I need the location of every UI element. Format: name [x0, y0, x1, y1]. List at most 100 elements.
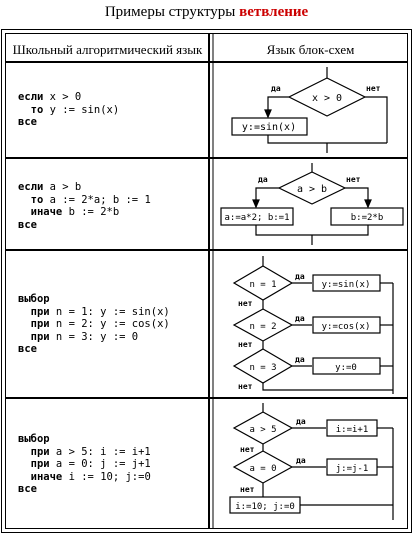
flow4-case2-action: j:=j-1	[336, 464, 369, 474]
flow1-no-label: нет	[366, 84, 381, 93]
code-line: при a = 0: j := j+1	[18, 458, 151, 471]
flow3-case3-action: y:=0	[335, 363, 357, 373]
flow1-condition-text: x > 0	[312, 93, 342, 104]
flow3-case3-no-line	[262, 383, 393, 391]
code-keyword: то	[18, 193, 44, 206]
code-block-3: выбор при n = 1: y := sin(x) при n = 2: …	[18, 293, 170, 356]
flow4-case1-no: нет	[240, 445, 255, 454]
flow2-action-yes-text: a:=a*2; b:=1	[224, 213, 289, 223]
code-line: если x > 0	[18, 91, 119, 104]
flow4-case1-yes: да	[296, 417, 306, 426]
title-prefix: Примеры структуры	[104, 4, 236, 20]
flow1-condition-diamond	[287, 77, 367, 117]
code-line: все	[18, 483, 151, 496]
code-text: n = 3: y := 0	[49, 330, 139, 343]
page-title: Примеры структуры ветвление	[0, 4, 413, 21]
code-keyword: при	[18, 445, 50, 458]
flow2-action-no-text: b:=2*b	[351, 213, 384, 223]
code-keyword: если	[18, 91, 44, 103]
header-left: Школьный алгоритмический язык	[12, 42, 203, 57]
flow4-case1-action: i:=i+1	[336, 425, 369, 435]
code-line: выбор	[18, 433, 151, 446]
flow3-case2-cond: n = 2	[249, 322, 276, 332]
flow2-yes-label: да	[258, 175, 268, 184]
code-keyword: то	[18, 103, 44, 116]
code-keyword: при	[18, 318, 50, 330]
flow2-action-no-box	[330, 207, 404, 226]
flow2-no-arrow	[364, 199, 372, 209]
code-text: x > 0	[43, 91, 82, 103]
flow4-else-action: i:=10; j:=0	[235, 502, 295, 512]
header-right: Язык блок-схем	[266, 42, 355, 57]
code-keyword: иначе	[18, 470, 63, 483]
flow3-case1-no: нет	[238, 299, 253, 308]
flow2-condition-text: a > b	[297, 184, 327, 195]
code-line: при n = 3: y := 0	[18, 331, 170, 344]
code-line: то a := 2*a; b := 1	[18, 194, 151, 207]
code-line: выбор	[18, 293, 170, 306]
flow4-case1-cond: a > 5	[249, 425, 276, 435]
code-text: y := sin(x)	[43, 103, 120, 116]
code-keyword: при	[18, 305, 50, 318]
code-line: все	[18, 219, 151, 232]
code-text: n = 2: y := cos(x)	[49, 318, 170, 330]
flow2-action-yes-box	[220, 207, 294, 226]
code-keyword: все	[18, 483, 37, 495]
code-keyword: если	[18, 181, 44, 193]
flow1-yes-arrow	[264, 109, 272, 119]
code-text: i := 10; j:=0	[62, 470, 151, 483]
table-outer-border	[1, 29, 412, 533]
flow3-case3-cond: n = 3	[249, 363, 276, 373]
code-text: a > 5: i := i+1	[49, 445, 151, 458]
flow2-condition-diamond	[277, 171, 347, 205]
flow1-no-line	[365, 96, 388, 143]
flow3-case1-yes: да	[295, 272, 305, 281]
table-inner-border	[5, 33, 408, 529]
flow4-case2-yes: да	[296, 456, 306, 465]
flow3-case1-cond: n = 1	[249, 280, 276, 290]
code-keyword: все	[18, 343, 37, 355]
code-text: a > b	[43, 181, 82, 193]
code-keyword: при	[18, 330, 50, 343]
code-text: b := 2*b	[62, 206, 120, 218]
code-line: при n = 1: y := sin(x)	[18, 306, 170, 319]
flow1-action-text: y:=sin(x)	[242, 122, 296, 133]
code-keyword: иначе	[18, 206, 63, 218]
flow4-case2-cond: a = 0	[249, 464, 276, 474]
code-text: a = 0: j := j+1	[49, 458, 151, 470]
flow3-case2-yes: да	[295, 314, 305, 323]
flow3-case2-action: y:=cos(x)	[322, 322, 371, 332]
flow4-case2-no: нет	[240, 485, 255, 494]
flow2-no-label: нет	[346, 175, 361, 184]
flow2-yes-arrow	[252, 199, 260, 209]
flow1-merge-line	[267, 135, 387, 144]
code-keyword: все	[18, 218, 37, 231]
flow3-case2-no: нет	[238, 340, 253, 349]
code-line: иначе i := 10; j:=0	[18, 471, 151, 484]
flow1-action-box	[231, 117, 308, 136]
code-keyword: выбор	[18, 433, 50, 445]
flow3-case3-no: нет	[238, 382, 253, 391]
code-text: a := 2*a; b := 1	[43, 193, 151, 206]
flow1-yes-label: да	[271, 84, 281, 93]
code-line: при n = 2: y := cos(x)	[18, 318, 170, 331]
code-keyword: при	[18, 458, 50, 470]
code-line: если a > b	[18, 181, 151, 194]
code-block-2: если a > b то a := 2*a; b := 1 иначе b :…	[18, 181, 151, 231]
code-block-1: если x > 0 то y := sin(x)все	[18, 91, 119, 129]
code-line: все	[18, 343, 170, 356]
flow3-case3-yes: да	[295, 355, 305, 364]
code-line: иначе b := 2*b	[18, 206, 151, 219]
code-block-4: выбор при a > 5: i := i+1 при a = 0: j :…	[18, 433, 151, 496]
code-line: все	[18, 116, 119, 129]
code-line: то y := sin(x)	[18, 103, 120, 117]
code-keyword: выбор	[18, 293, 50, 305]
code-keyword: все	[18, 116, 37, 128]
flow3-case1-action: y:=sin(x)	[322, 280, 371, 290]
code-text: n = 1: y := sin(x)	[49, 305, 170, 318]
